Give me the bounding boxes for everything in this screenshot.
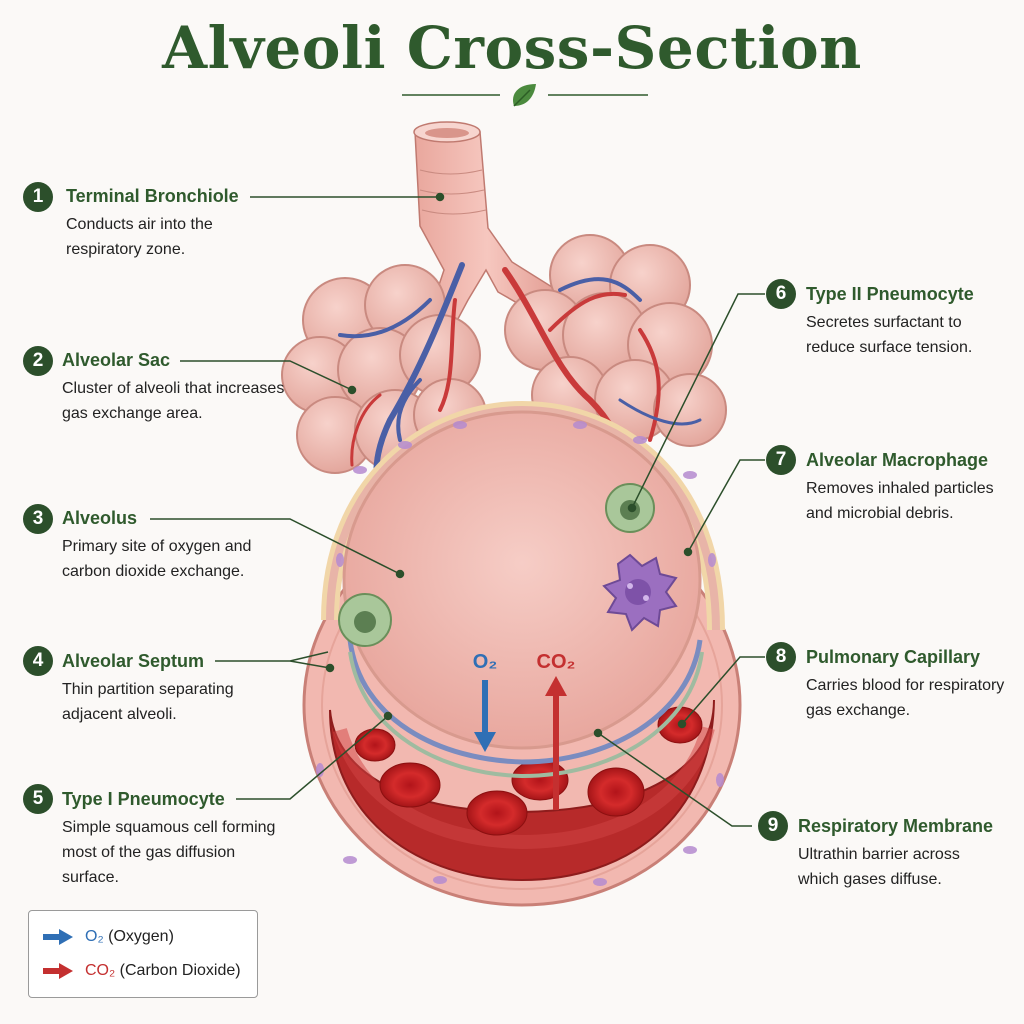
callout-description: Simple squamous cell forming most of the… — [62, 819, 276, 886]
o2-arrow — [474, 680, 496, 752]
arrow-right-icon — [43, 929, 73, 945]
co2-diagram-label: CO₂ — [537, 651, 576, 673]
callout-number: 7 — [766, 445, 796, 475]
leaf-icon — [512, 84, 536, 107]
callout-description: Removes inhaled particles and microbial … — [806, 480, 994, 522]
callout-number: 3 — [23, 504, 53, 534]
callout-number: 4 — [23, 646, 53, 676]
callout-title: Alveolar Sac — [62, 350, 171, 370]
callout-title: Alveolar Septum — [62, 651, 205, 671]
legend-item-oxygen: O₂ (Oxygen) — [43, 925, 174, 949]
alveolar-macrophage — [602, 553, 678, 632]
legend-item-carbon-dioxide: CO₂ (Carbon Dioxide) — [43, 959, 241, 983]
callout-title: Type I Pneumocyte — [62, 789, 225, 809]
callout-title: Terminal Bronchiole — [66, 186, 239, 206]
o2-diagram-label: O₂ — [473, 651, 497, 673]
callout-title: Pulmonary Capillary — [806, 647, 981, 667]
callout-description: Conducts air into the respiratory zone. — [66, 216, 213, 258]
callout-description: Carries blood for respiratory gas exchan… — [806, 677, 1005, 719]
callout-number: 5 — [23, 784, 53, 814]
callout-description: Ultrathin barrier across which gases dif… — [798, 846, 960, 888]
callout-description: Thin partition separating adjacent alveo… — [62, 681, 234, 723]
callout-description: Primary site of oxygen and carbon dioxid… — [62, 538, 252, 580]
pulmonary-capillary — [329, 699, 715, 882]
co2-arrow — [545, 676, 567, 810]
legend-symbol: O₂ — [85, 928, 104, 945]
legend-label: (Oxygen) — [108, 928, 174, 945]
leader-lines — [150, 192, 765, 827]
callout-number: 8 — [766, 642, 796, 672]
callout-number: 2 — [23, 346, 53, 376]
legend-symbol: CO₂ — [85, 962, 116, 979]
legend: O₂ (Oxygen) CO₂ (Carbon Dioxide) — [28, 910, 258, 998]
alveolar-sac-right — [504, 234, 727, 447]
callout-description: Cluster of alveoli that increases gas ex… — [62, 380, 285, 422]
alveolus — [302, 400, 742, 907]
callout-title: Respiratory Membrane — [798, 816, 994, 836]
callout-title: Alveolus — [62, 508, 138, 528]
callout-title: Alveolar Macrophage — [806, 450, 989, 470]
callout-description: Secretes surfactant to reduce surface te… — [806, 314, 973, 356]
page-title: Alveoli Cross-Section — [162, 14, 862, 82]
legend-label: (Carbon Dioxide) — [119, 962, 241, 979]
callout-number: 9 — [758, 811, 788, 841]
callout-number: 6 — [766, 279, 796, 309]
arrow-right-icon — [43, 963, 73, 979]
alveolar-sac-left — [281, 264, 487, 474]
title-ornament — [402, 84, 648, 107]
callout-number: 1 — [23, 182, 53, 212]
terminal-bronchiole — [413, 121, 562, 331]
callout-title: Type II Pneumocyte — [806, 284, 974, 304]
